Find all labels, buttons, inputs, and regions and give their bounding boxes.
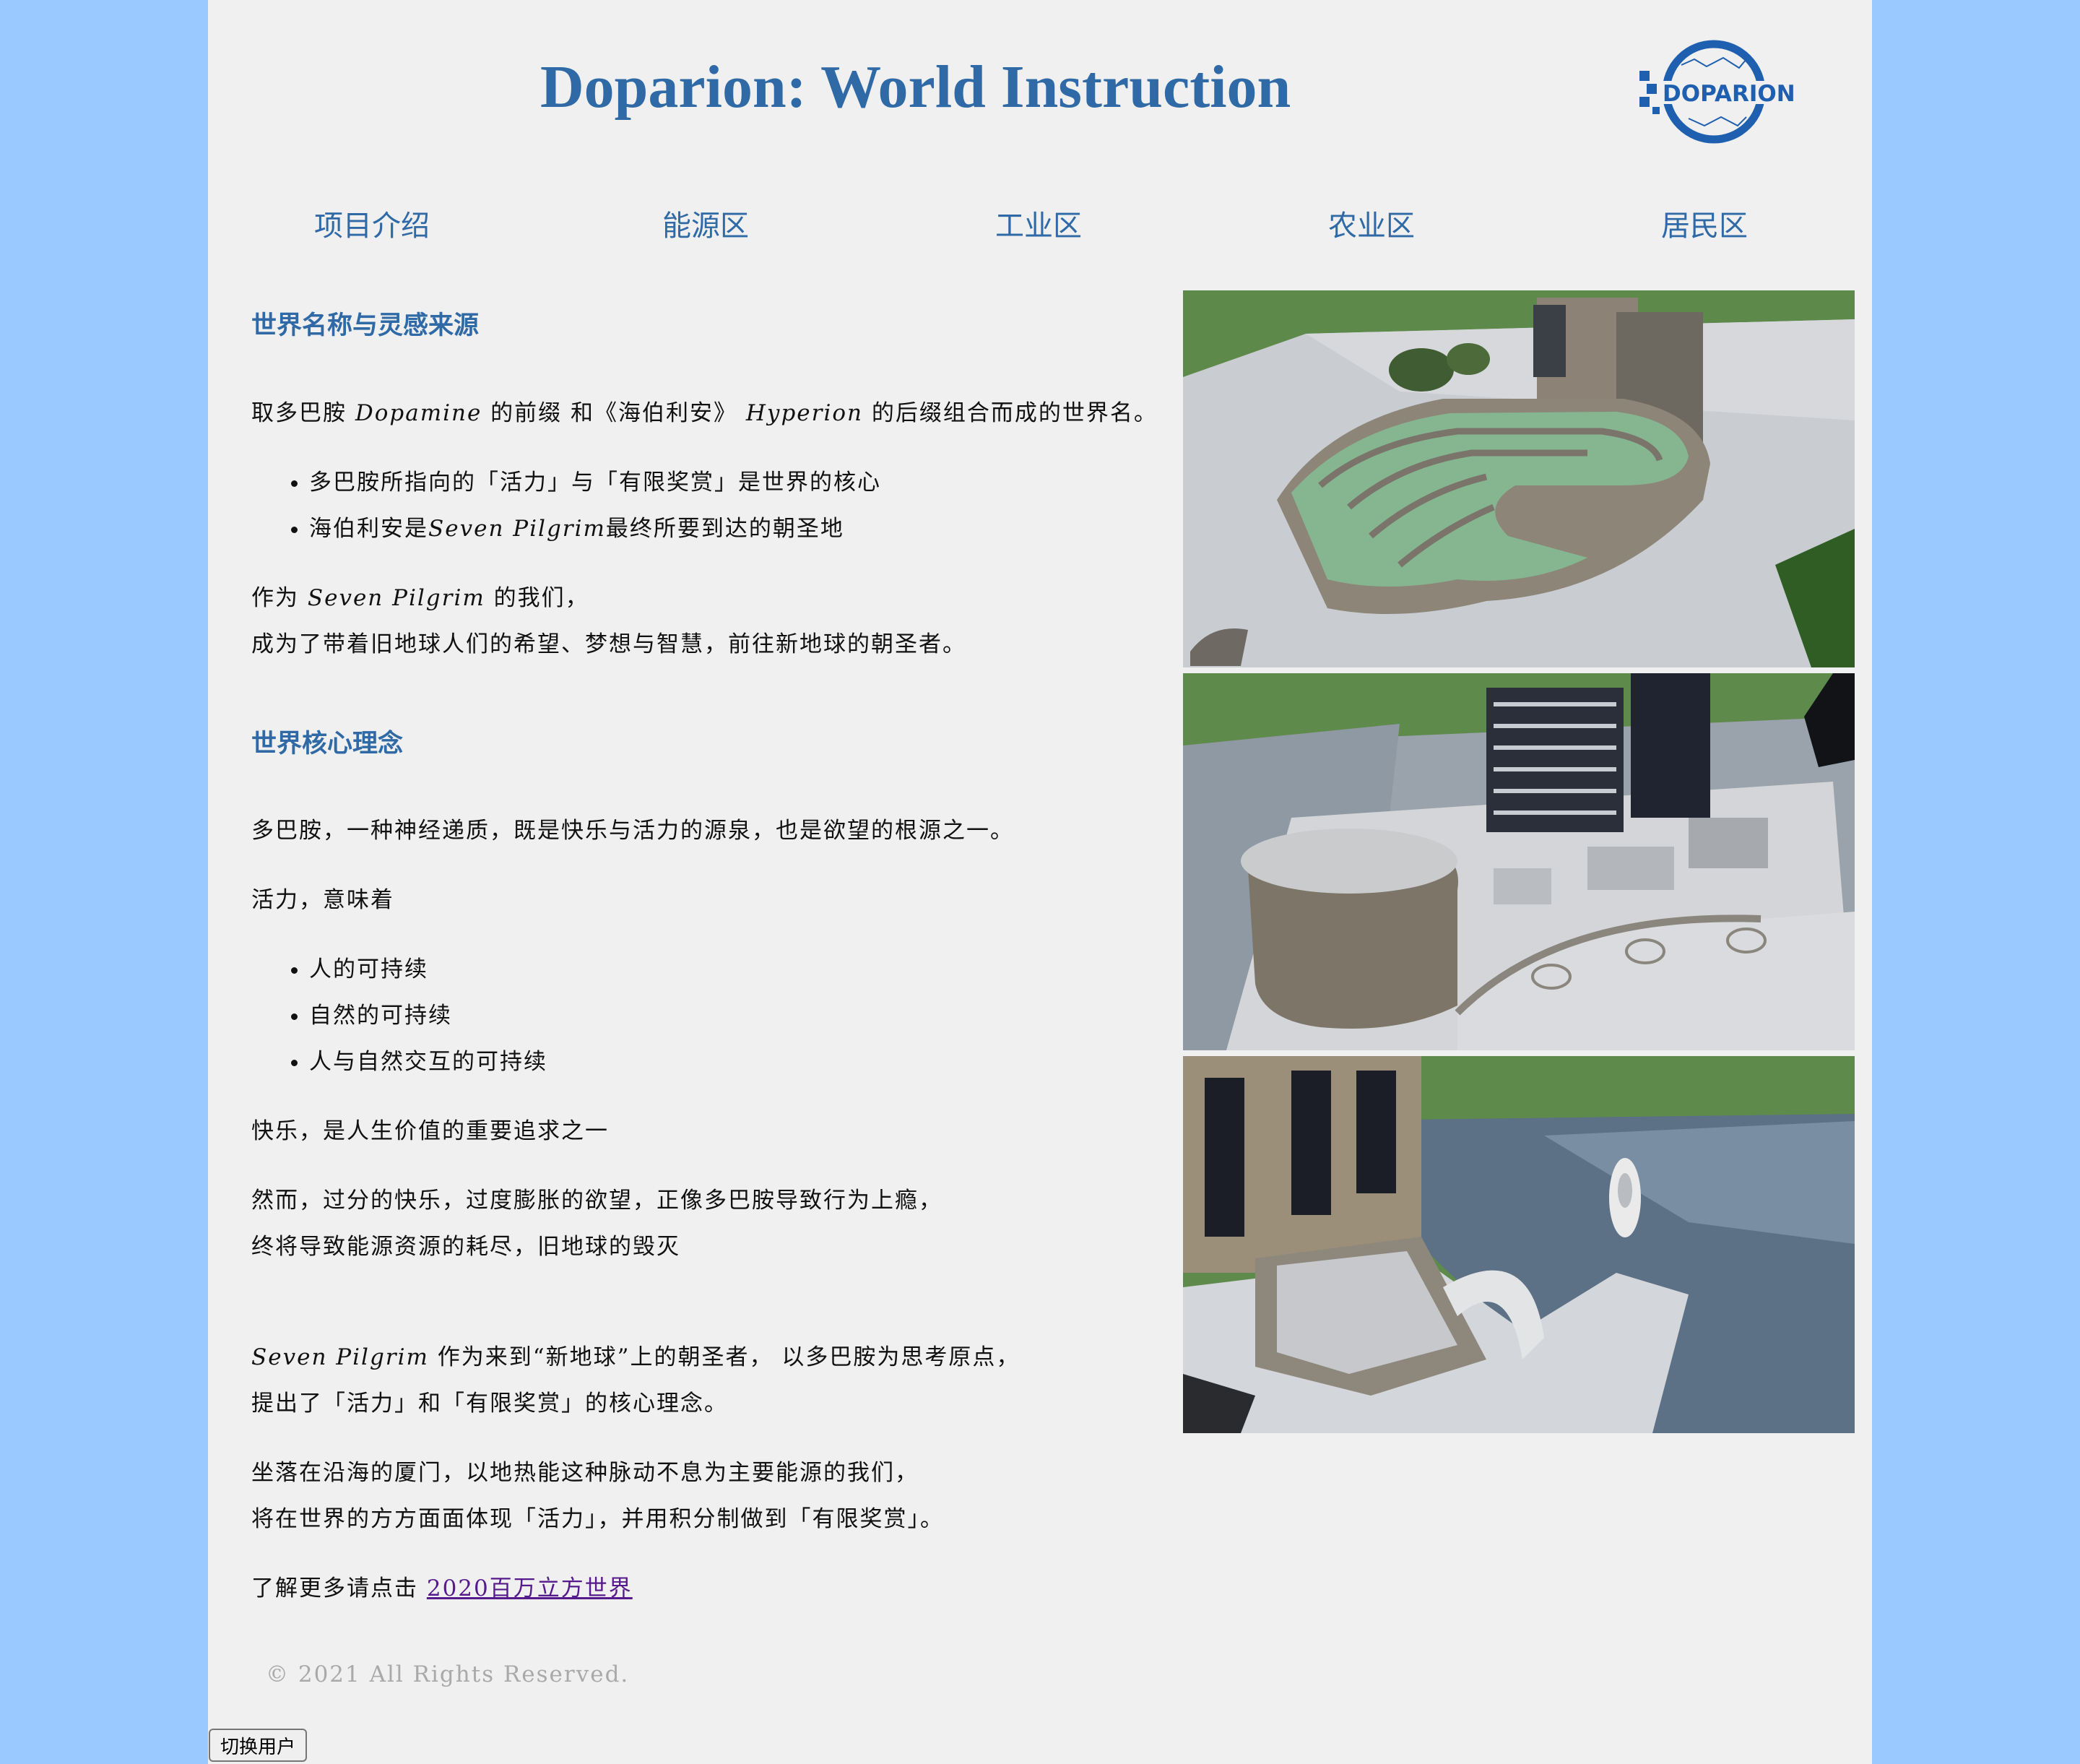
- list-item: 多巴胺所指向的「活力」与「有限奖赏」是世界的核心: [309, 459, 881, 506]
- learn-more-paragraph: 了解更多请点击 2020百万立方世界: [251, 1575, 633, 1601]
- doparion-logo: DOPARION: [1639, 40, 1801, 144]
- name-origin-paragraph: 取多巴胺 Dopamine 的前缀 和《海伯利安》 Hyperion 的后缀组合…: [251, 400, 1158, 426]
- waterfront-render: [1183, 1056, 1855, 1433]
- warning-paragraph: 然而，过分的快乐，过度膨胀的欲望，正像多巴胺导致行为上瘾，终将导致能源资源的耗尽…: [251, 1188, 942, 1260]
- nav-item-energy[interactable]: 能源区: [662, 209, 749, 243]
- nav-item-intro[interactable]: 项目介绍: [314, 209, 430, 243]
- list-item: 自然的可持续: [309, 993, 547, 1039]
- xiamen-paragraph: 坐落在沿海的厦门，以地热能这种脉动不息为主要能源的我们，将在世界的方方面面体现「…: [251, 1460, 944, 1532]
- nav-item-residential[interactable]: 居民区: [1661, 209, 1748, 243]
- section-heading-core-concept: 世界核心理念: [251, 729, 404, 758]
- nav-item-industry[interactable]: 工业区: [995, 209, 1082, 243]
- switch-user-button[interactable]: 切换用户: [209, 1729, 307, 1762]
- section-heading-name-origin: 世界名称与灵感来源: [251, 311, 480, 340]
- main-nav: 项目介绍 能源区 工业区 农业区 居民区: [208, 202, 1872, 253]
- list-item: 人的可持续: [309, 946, 547, 993]
- pilgrim-paragraph: 作为 Seven Pilgrim 的我们，成为了带着旧地球人们的希望、梦想与智慧…: [251, 585, 966, 657]
- svg-text:DOPARION: DOPARION: [1663, 81, 1795, 107]
- page-container: Doparion: World Instruction DOPARION 项目介…: [208, 0, 1872, 1764]
- page-title: Doparion: World Instruction: [540, 53, 1291, 121]
- vitality-paragraph: 活力，意味着: [251, 887, 394, 913]
- terraced-building-render: [1183, 290, 1855, 667]
- happiness-paragraph: 快乐，是人生价值的重要追求之一: [251, 1118, 609, 1144]
- copyright-footer: © 2021 All Rights Reserved.: [266, 1661, 630, 1687]
- civic-complex-render: [1183, 673, 1855, 1050]
- nav-item-agriculture[interactable]: 农业区: [1328, 209, 1415, 243]
- name-origin-list: 多巴胺所指向的「活力」与「有限奖赏」是世界的核心 海伯利安是Seven Pilg…: [251, 459, 881, 552]
- pilgrim-concept-paragraph: Seven Pilgrim 作为来到“新地球”上的朝圣者， 以多巴胺为思考原点，…: [251, 1344, 1020, 1417]
- vitality-list: 人的可持续 自然的可持续 人与自然交互的可持续: [251, 946, 547, 1085]
- list-item: 人与自然交互的可持续: [309, 1039, 547, 1085]
- list-item: 海伯利安是Seven Pilgrim最终所要到达的朝圣地: [309, 506, 881, 552]
- dopamine-paragraph: 多巴胺，一种神经递质，既是快乐与活力的源泉，也是欲望的根源之一。: [251, 818, 1014, 844]
- learn-more-link[interactable]: 2020百万立方世界: [426, 1575, 633, 1601]
